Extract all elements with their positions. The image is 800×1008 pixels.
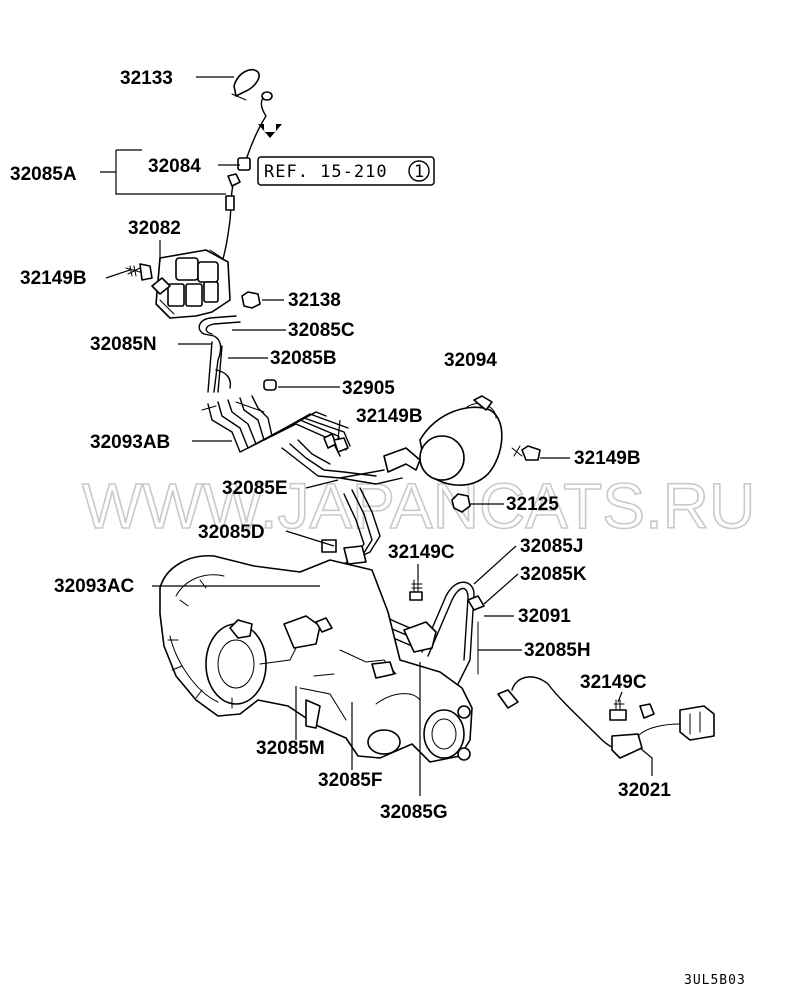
bolt-32149C-upper [409, 579, 423, 601]
label-32085H: 32085H [524, 640, 591, 661]
label-32091: 32091 [518, 606, 571, 627]
label-32085G: 32085G [380, 802, 448, 823]
label-32149B-a: 32149B [20, 268, 87, 289]
label-32085A: 32085A [10, 164, 77, 185]
label-32021: 32021 [618, 780, 671, 801]
label-32149B-c: 32149B [574, 448, 641, 469]
label-32085K: 32085K [520, 564, 587, 585]
canister-32094 [339, 395, 503, 486]
label-32149C-a: 32149C [388, 542, 455, 563]
label-32149C-b: 32149C [580, 672, 647, 693]
label-32125: 32125 [506, 494, 559, 515]
label-32149B-b: 32149B [356, 406, 423, 427]
pipes-32085J-K-H [403, 581, 485, 685]
bolt-32149C-lower [609, 699, 627, 721]
label-32133: 32133 [120, 68, 173, 89]
bolt-32149B-left [125, 263, 153, 281]
leader-lines [100, 76, 653, 796]
speed-sensor-32021 [497, 676, 715, 759]
clip-32138 [241, 291, 261, 309]
nut-32125 [451, 493, 471, 513]
transmission-assembly [159, 555, 473, 763]
hoses-upper [198, 315, 277, 393]
label-32085C: 32085C [288, 320, 355, 341]
label-32905: 32905 [342, 378, 395, 399]
watermark: WWW.JAPANCATS.RU [82, 470, 755, 542]
label-32084: 32084 [148, 156, 201, 177]
reference-text: REF. 15-210 [264, 162, 388, 182]
solenoid-valve-32082 [151, 249, 231, 319]
label-32093AB: 32093AB [90, 432, 170, 453]
clip-32133 [231, 68, 260, 101]
diagram-code: 3UL5B03 [684, 973, 746, 988]
arrow-down-icon [258, 124, 282, 138]
label-32085F: 32085F [318, 770, 382, 791]
reference-box: REF. 15-210 1 [257, 156, 435, 186]
reference-circled-number: 1 [414, 162, 425, 182]
label-32085N: 32085N [90, 334, 157, 355]
label-32138: 32138 [288, 290, 341, 311]
part-labels: 32133 32084 32085A 32082 32149B 32138 32… [10, 68, 671, 823]
label-32093AC: 32093AC [54, 576, 135, 597]
label-32094: 32094 [444, 350, 497, 371]
label-32085D: 32085D [198, 522, 265, 543]
sensor-harness-upper [221, 91, 273, 263]
label-32082: 32082 [128, 218, 181, 239]
label-32085J: 32085J [520, 536, 583, 557]
label-32085M: 32085M [256, 738, 325, 759]
label-32085B: 32085B [270, 348, 337, 369]
bolt-32149B-right [511, 445, 541, 461]
label-32085E: 32085E [222, 478, 288, 499]
bolt-32149B-middle [323, 433, 349, 453]
